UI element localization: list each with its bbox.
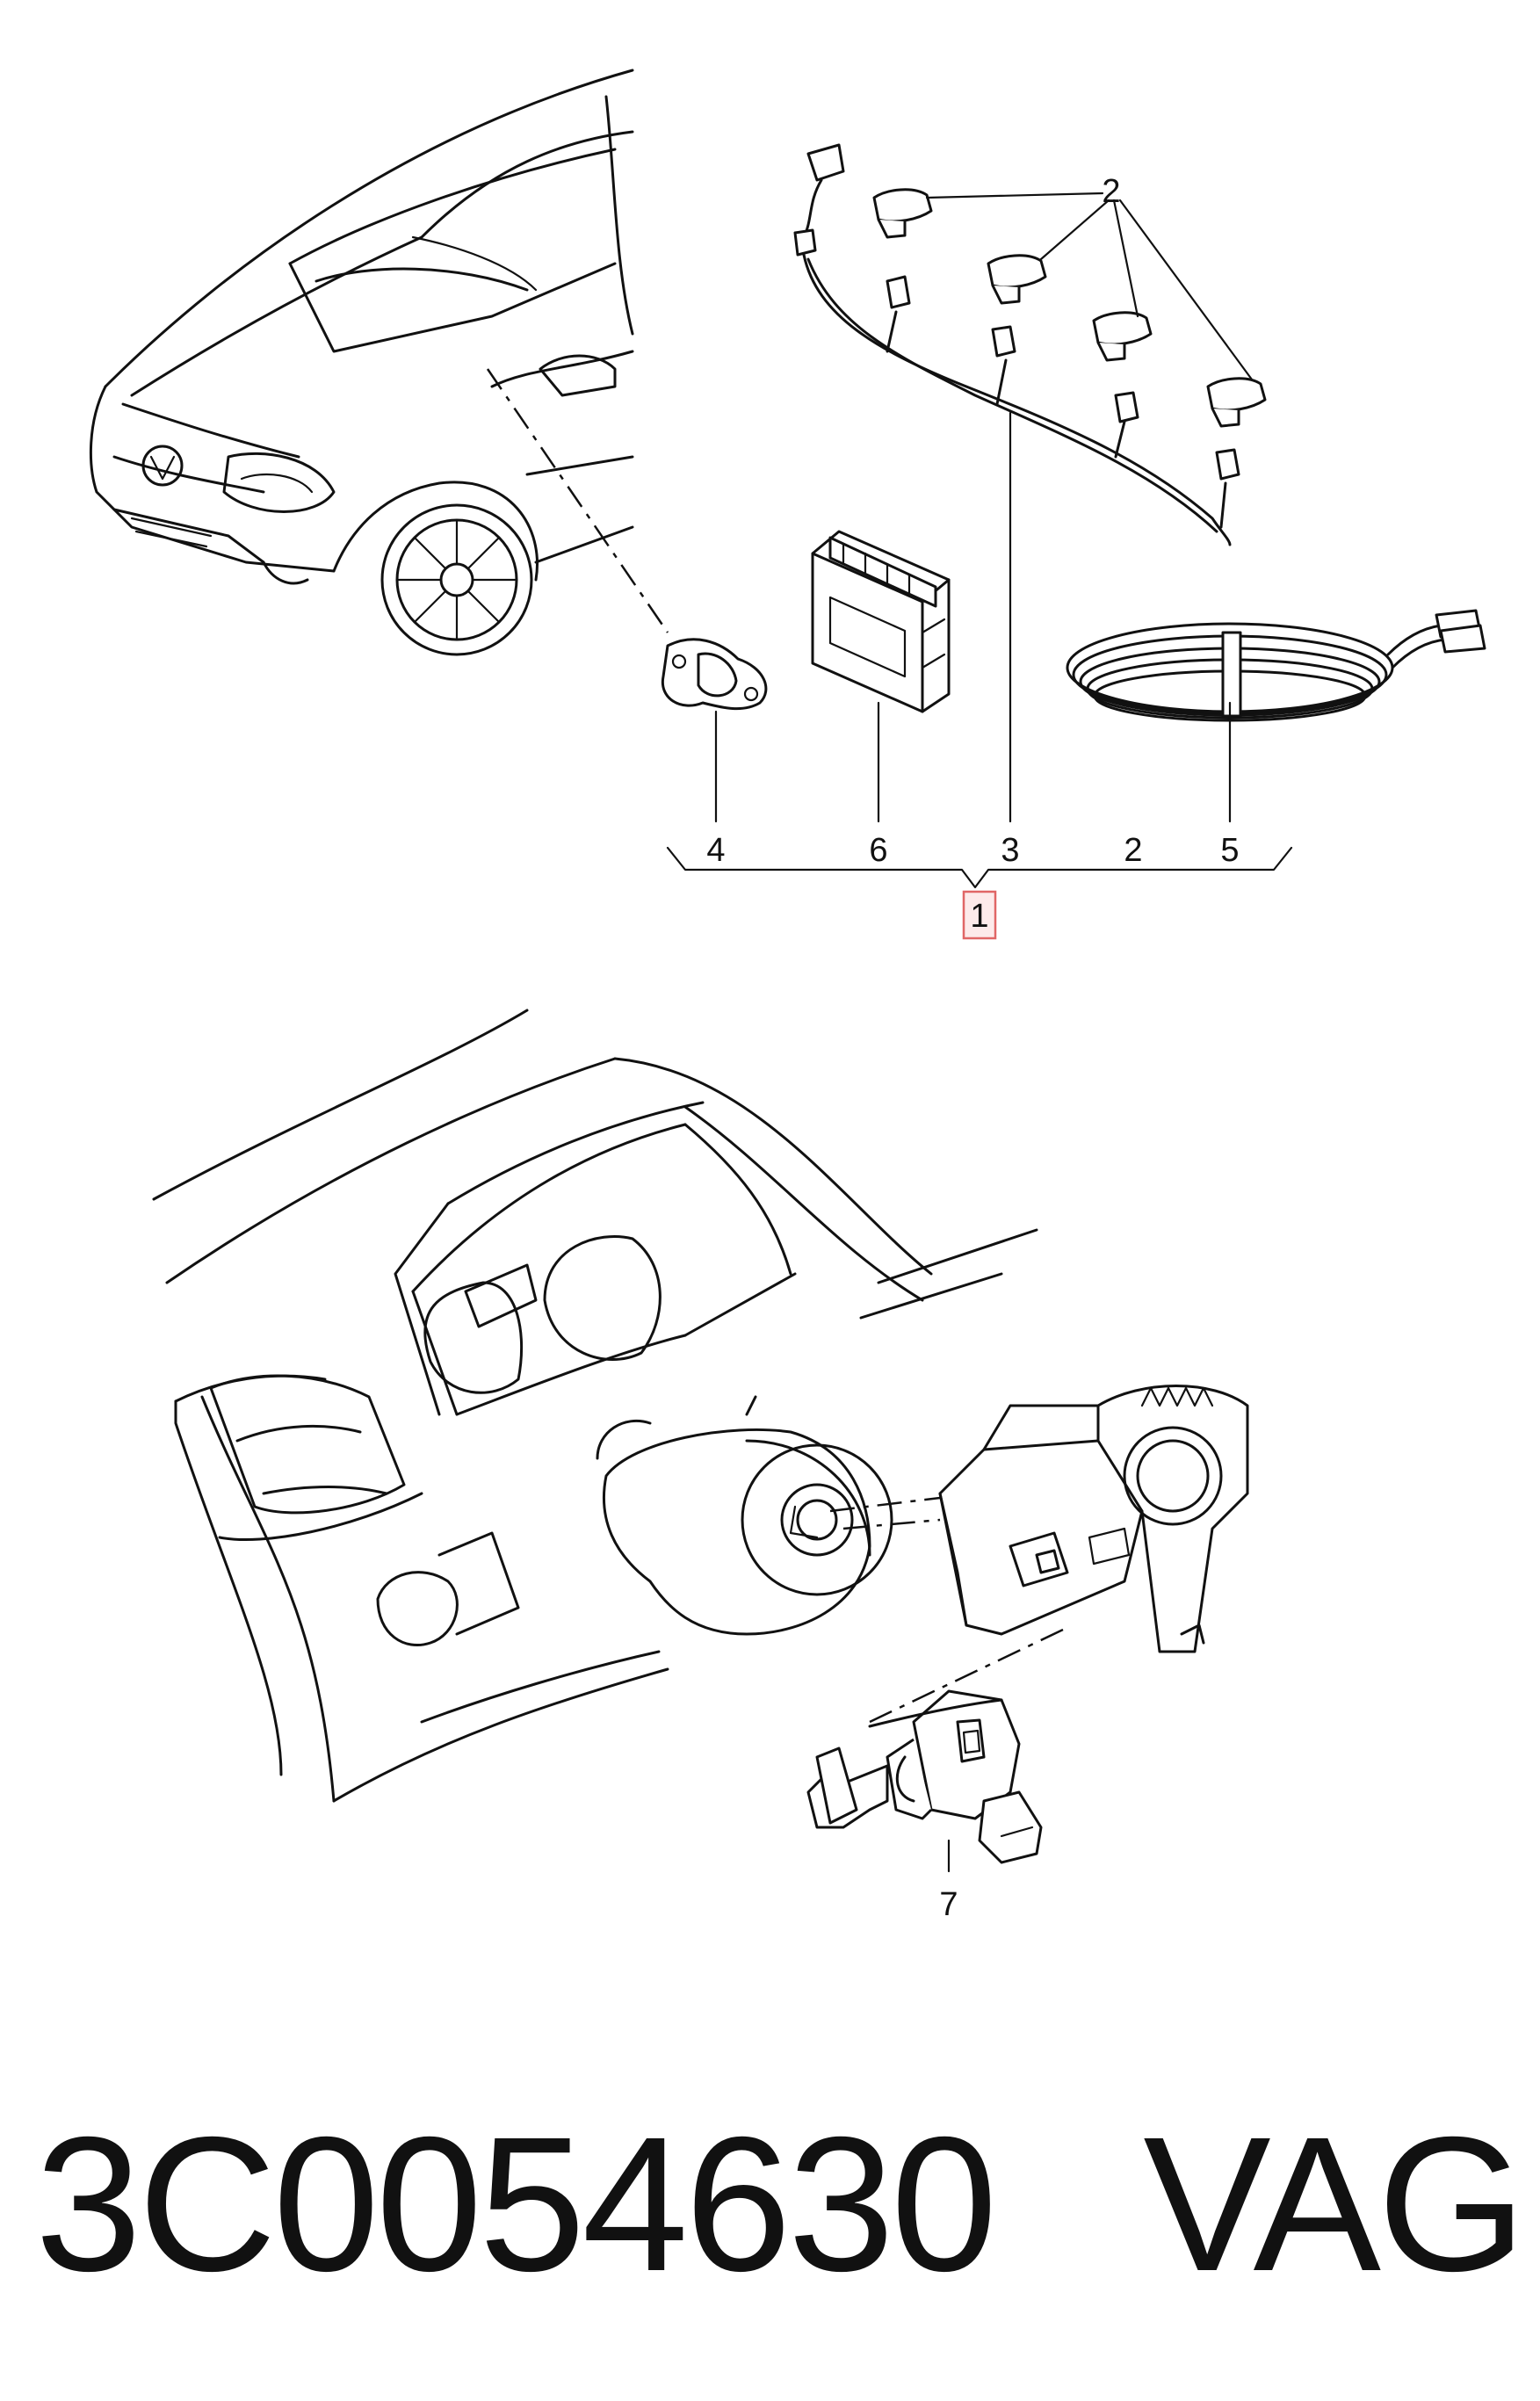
cable-coil-illustration (1066, 609, 1486, 722)
callout-6: 6 (869, 832, 887, 869)
callout-lines-2 (925, 192, 1254, 381)
leader-dashed-switch (869, 1628, 1064, 1724)
part-number: 3C0054630 (35, 2098, 997, 2311)
car-front-illustration (89, 69, 634, 656)
parking-sensor (987, 254, 1047, 305)
callout-3: 3 (1001, 832, 1019, 869)
parking-sensor (1206, 377, 1267, 428)
brand-label: VAG (1143, 2098, 1526, 2311)
callout-7: 7 (939, 1886, 958, 1923)
wiring-harness-illustration (793, 143, 1240, 546)
part-label: 3C0054630 VAG (35, 2091, 1527, 2319)
column-switch-module-illustration (938, 1385, 1249, 1653)
parking-sensor (872, 188, 933, 239)
wiper-switch-illustration (806, 1689, 1043, 1864)
dashboard-illustration (152, 1009, 1038, 1803)
callout-4: 4 (706, 832, 725, 869)
parking-sensor (1092, 311, 1153, 362)
callout-1-highlight (962, 890, 997, 940)
callout-5: 5 (1220, 832, 1239, 869)
leader-dashed-windscreen (486, 368, 669, 633)
parking-sensors-illustration (872, 188, 1267, 428)
steering-column-illustration (602, 1428, 941, 1636)
callout-1: 1 (970, 898, 988, 935)
callout-2-bottom: 2 (1124, 832, 1142, 869)
group-bracket (666, 846, 1293, 889)
callout-2-top: 2 (1102, 173, 1120, 210)
callout-leaders (714, 411, 1232, 1873)
control-unit-illustration (811, 530, 951, 713)
rain-sensor-illustration (661, 638, 768, 711)
